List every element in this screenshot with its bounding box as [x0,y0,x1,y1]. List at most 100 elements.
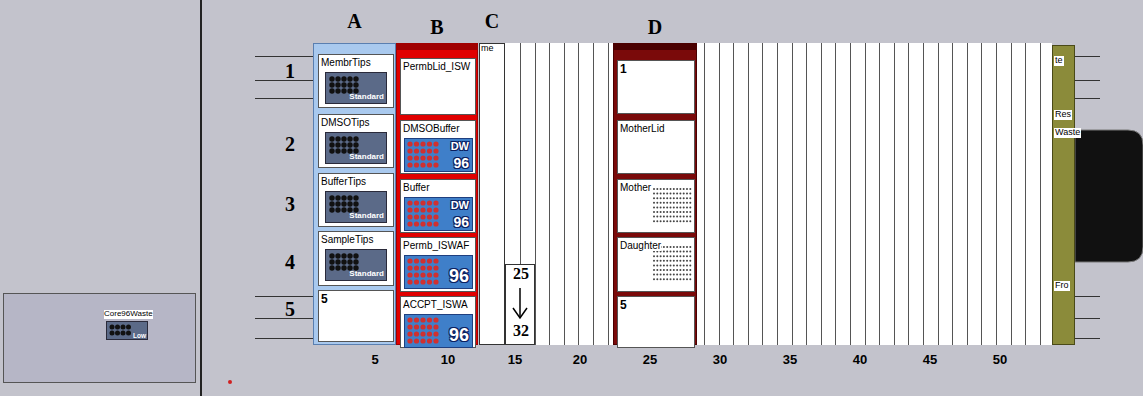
well [347,76,352,81]
waste-label: Waste [1054,128,1081,138]
well [121,325,126,330]
well [353,259,358,264]
well [427,258,432,263]
well [427,148,432,153]
track-line [549,43,550,345]
well [663,193,665,195]
well [433,272,438,277]
well [676,188,678,190]
well [653,269,655,271]
well [656,193,658,195]
well [663,274,665,276]
waste-label: Core96Waste [104,310,153,319]
carrier: BPermbLid_ISWDMSOBufferDW96BufferDW96Per… [396,43,478,345]
carrier-label: me [481,44,494,54]
well [420,338,425,343]
well [683,260,685,262]
well [126,325,131,330]
well [407,272,412,277]
well [689,206,691,208]
well [670,278,672,280]
well [666,206,668,208]
well [660,278,662,280]
track-line [564,43,565,345]
well [433,324,438,329]
well [666,274,668,276]
track-number: 45 [923,352,937,367]
well [670,246,672,248]
well [433,141,438,146]
waste-area [4,294,196,383]
well [683,274,685,276]
track-line [608,43,609,345]
track-line [923,43,924,345]
plate-format: 96 [449,326,469,346]
well [670,220,672,222]
well [347,201,352,206]
carrier-position: 1 [617,60,695,114]
well [656,269,658,271]
well [663,216,665,218]
carrier-position: 5 [617,296,695,348]
well [407,214,412,219]
range-arrow [513,288,527,318]
track-line [762,43,763,345]
well [679,206,681,208]
well [353,195,358,200]
well [414,200,419,205]
marker-dot [228,380,232,384]
track-line [894,43,895,345]
row-number: 1 [285,60,295,83]
well [433,214,438,219]
well [660,188,662,190]
carrier-letter: A [314,10,395,32]
well [420,200,425,205]
well [676,197,678,199]
well [653,216,655,218]
row-number: 5 [285,298,295,321]
well [679,274,681,276]
well [679,220,681,222]
well [676,274,678,276]
well [420,207,425,212]
well [660,211,662,213]
carrier-letter: D [614,16,696,38]
well [686,246,688,248]
well [414,221,419,226]
well [670,206,672,208]
position-label: 5 [620,299,627,312]
well [670,197,672,199]
carrier: D1MotherLidMotherDaughter5 [613,43,697,345]
well [414,141,419,146]
well [420,317,425,322]
carrier-position: ACCPT_ISWA96 [400,296,476,348]
well [670,274,672,276]
plate-icon: 96 [404,314,473,348]
track-line [981,43,982,345]
well [653,220,655,222]
carrier-position: SampleTipsStandard [318,231,394,286]
well [335,136,340,141]
well [686,197,688,199]
position-label: 1 [620,63,627,76]
well [679,260,681,262]
well [420,148,425,153]
well [341,265,346,270]
well [427,214,432,219]
well [653,274,655,276]
well [420,214,425,219]
well [670,193,672,195]
carrier-position: MembrTipsStandard [318,54,394,108]
well [407,258,412,263]
well [666,278,668,280]
well [689,216,691,218]
well [414,148,419,153]
well [653,197,655,199]
well [656,255,658,257]
well [335,259,340,264]
well [656,220,658,222]
well [329,148,334,153]
well [433,258,438,263]
well [353,82,358,87]
